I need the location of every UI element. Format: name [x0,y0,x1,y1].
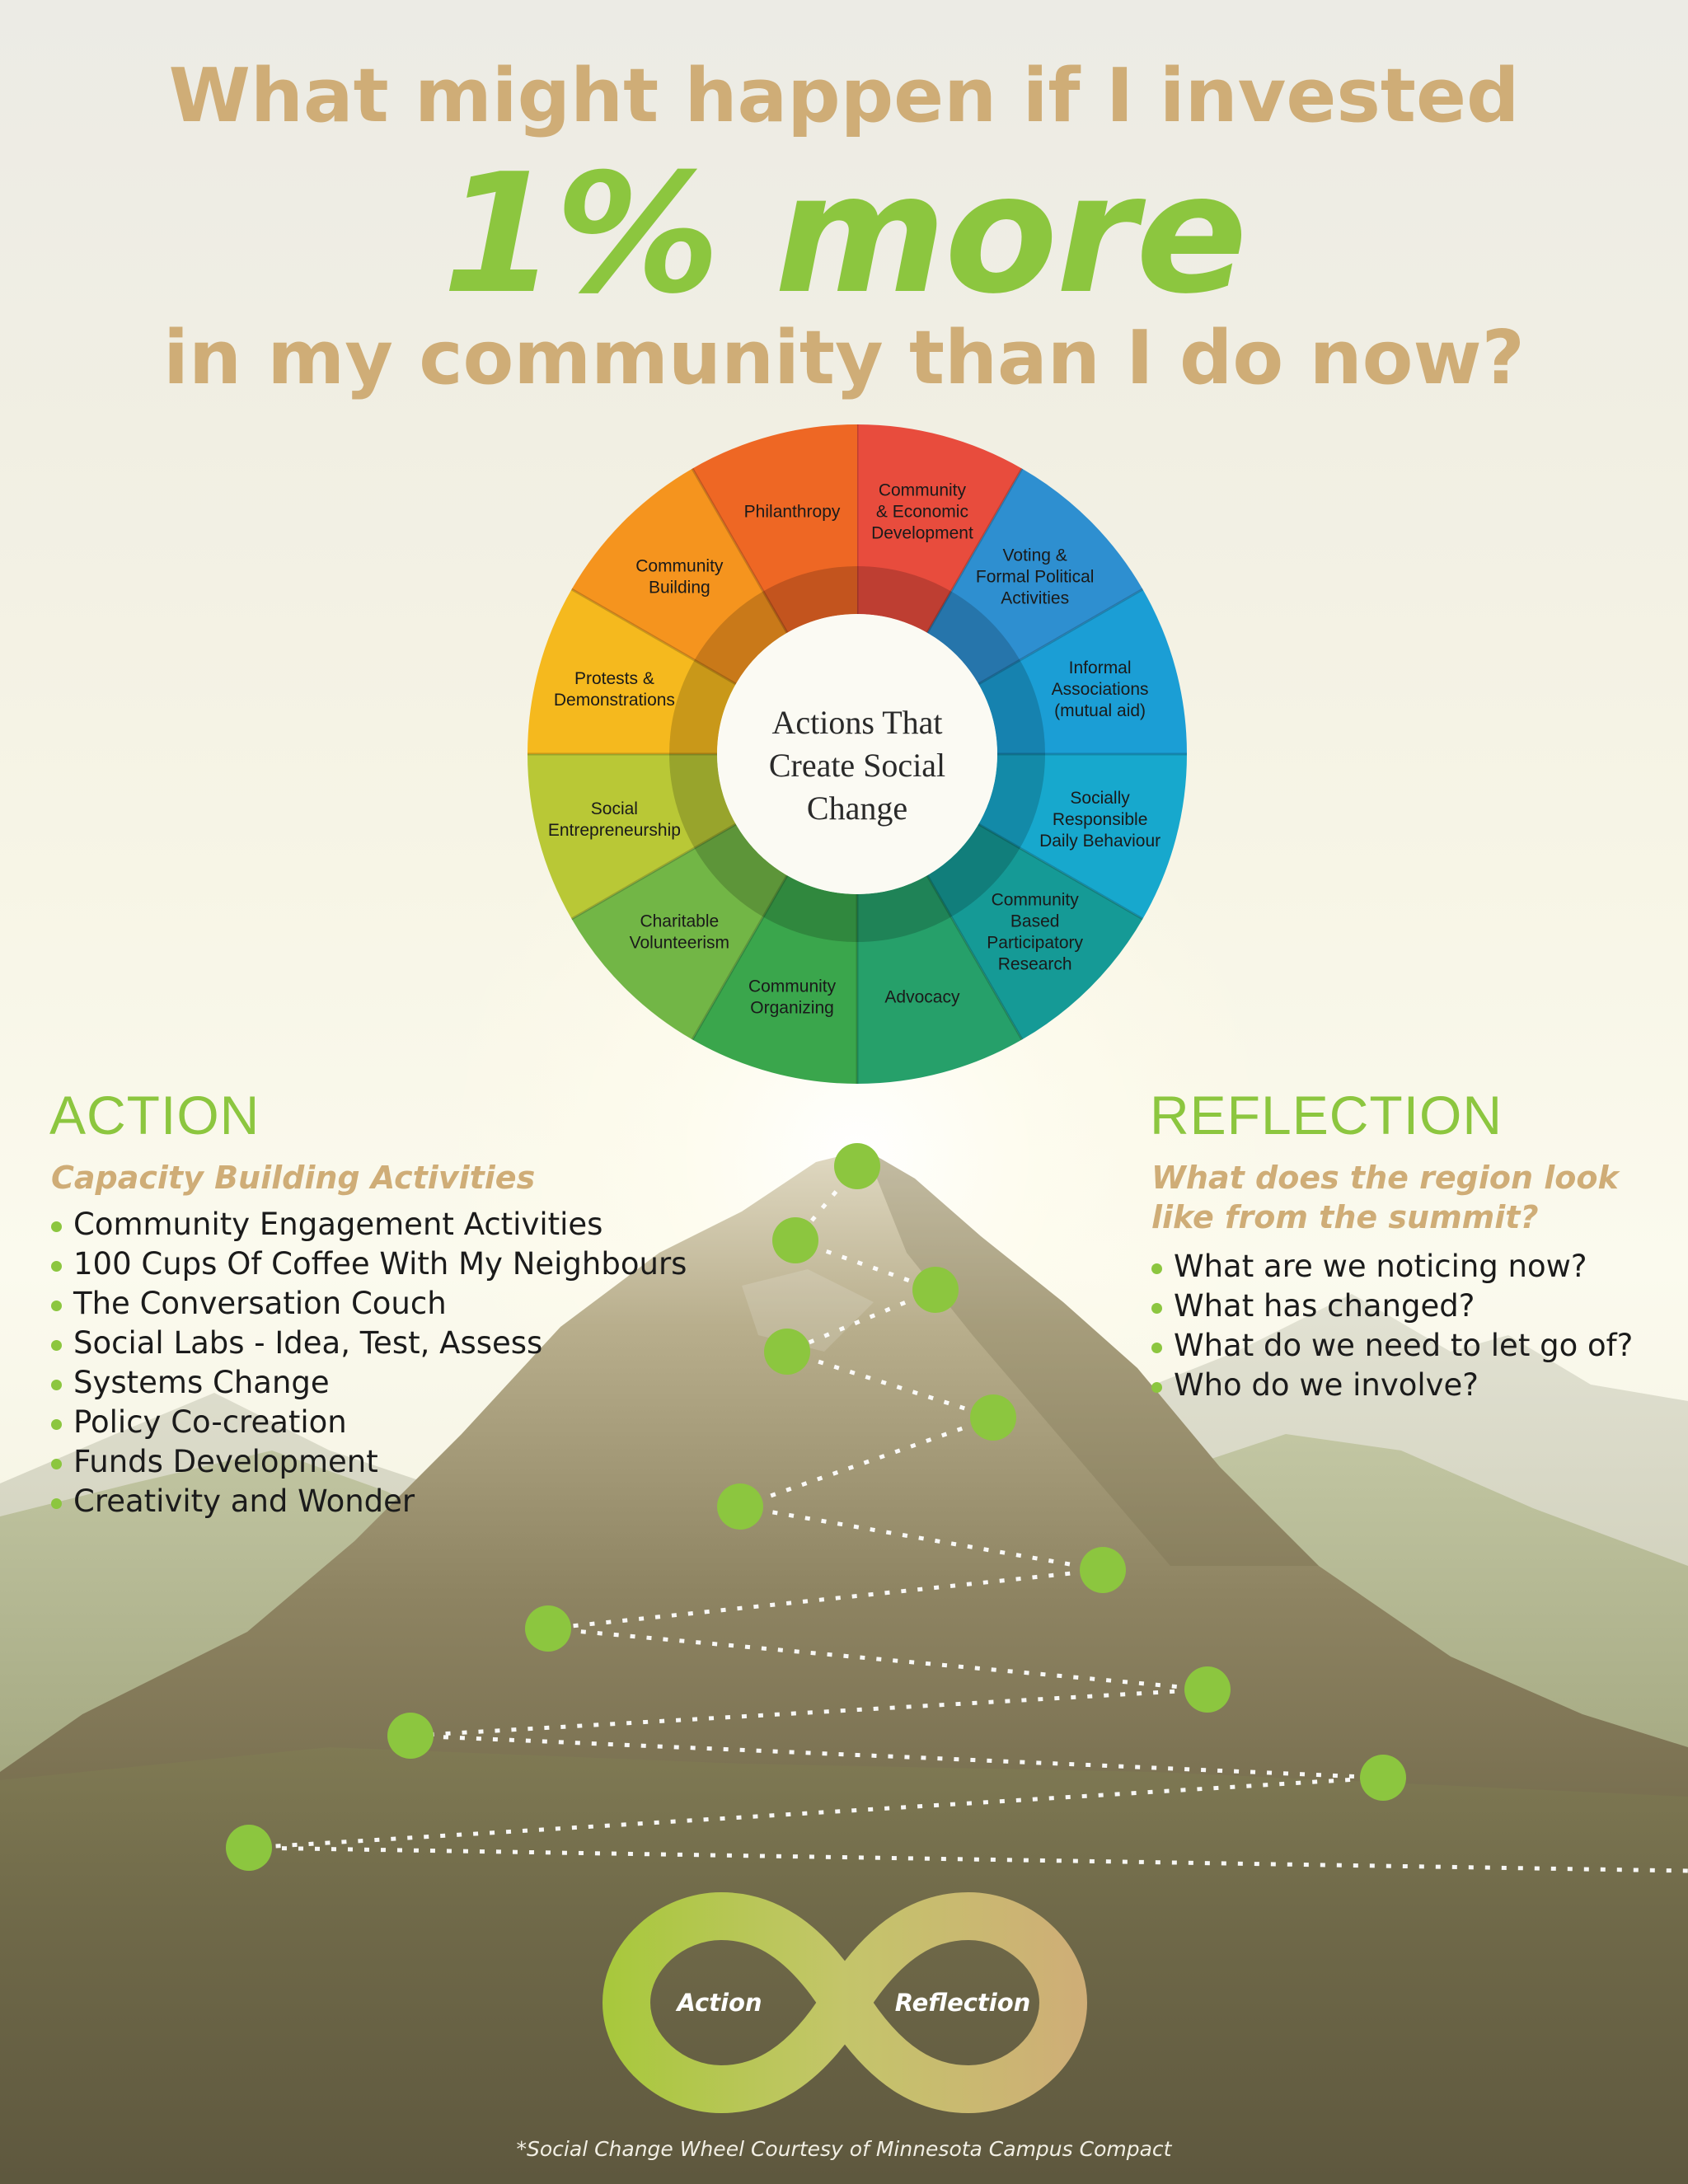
wheel-segment-label: Philanthropy [744,502,841,521]
wheel-segment-inner [857,566,951,633]
wheel-segment-inner [669,660,736,754]
wheel-segment-inner [857,875,951,942]
trail-node [764,1329,810,1375]
trail-node [1360,1755,1406,1801]
wheel-segment-inner [694,824,787,917]
headline-highlight: 1% more [442,138,1247,330]
list-item: Policy Co-creation [51,1403,687,1442]
trail-node [1184,1666,1231,1713]
action-title: ACTION [49,1085,260,1146]
trail-node [525,1605,571,1652]
wheel-segment-inner [763,875,857,942]
action-list: Community Engagement Activities 100 Cups… [51,1205,687,1521]
wheel-segment-inner [927,824,1020,917]
action-subtitle: Capacity Building Activities [51,1160,536,1196]
list-item: Systems Change [51,1363,687,1403]
trail-node [717,1483,763,1530]
list-item: Creativity and Wonder [51,1482,687,1521]
wheel-segment-inner [694,591,787,684]
wheel-segment-inner [763,566,857,633]
wheel-segment-inner [927,591,1020,684]
wheel-hub-line-1: Actions That [771,704,942,741]
list-item: What are we noticing now? [1151,1247,1633,1286]
reflection-title: REFLECTION [1150,1085,1503,1146]
reflection-list: What are we noticing now? What has chang… [1151,1247,1633,1405]
wheel-hub-line-3: Change [807,790,907,827]
infinity-label-reflection: Reflection [895,1989,1031,2017]
list-item: 100 Cups Of Coffee With My Neighbours [51,1244,687,1284]
list-item: The Conversation Couch [51,1284,687,1324]
headline-bottom: in my community than I do now? [163,315,1525,401]
trail-node [387,1713,434,1759]
trail-node [772,1217,818,1263]
reflection-subtitle: What does the region look like from the … [1151,1160,1619,1235]
trail-node [1080,1547,1126,1593]
trail-node [834,1143,880,1189]
wheel-divider [691,467,789,634]
list-item: Community Engagement Activities [51,1205,687,1244]
wheel-segment-label: Advocacy [884,988,960,1007]
wheel-divider [926,874,1024,1041]
list-item: Funds Development [51,1442,687,1482]
wheel-segment-inner [978,660,1045,754]
trail-node [912,1267,959,1313]
wheel-divider [570,823,737,921]
wheel-divider [978,823,1144,921]
trail-node [970,1394,1016,1441]
wheel-segment-inner [978,754,1045,848]
wheel-divider [570,588,737,686]
list-item: Social Labs - Idea, Test, Assess [51,1324,687,1363]
wheel-hub [717,614,997,894]
wheel-hub-line-2: Create Social [769,747,945,784]
trail-path [248,1165,1688,1873]
list-item: Who do we involve? [1151,1366,1633,1405]
wheel-divider [691,874,789,1041]
wheel-segment-inner [669,754,736,848]
wheel-divider [978,588,1144,686]
infinity-label-action: Action [675,1989,762,2017]
trail-node [226,1825,272,1871]
credit-note: *Social Change Wheel Courtesy of Minneso… [516,2137,1172,2161]
headline-top: What might happen if I invested [168,53,1520,139]
wheel-divider [926,467,1024,634]
infinity-shape [603,1892,1087,2113]
list-item: What has changed? [1151,1286,1633,1326]
list-item: What do we need to let go of? [1151,1326,1633,1366]
infinity-loop: Action Reflection [603,1892,1087,2113]
wheel-segment-label: Protests &Demonstrations [554,669,675,710]
